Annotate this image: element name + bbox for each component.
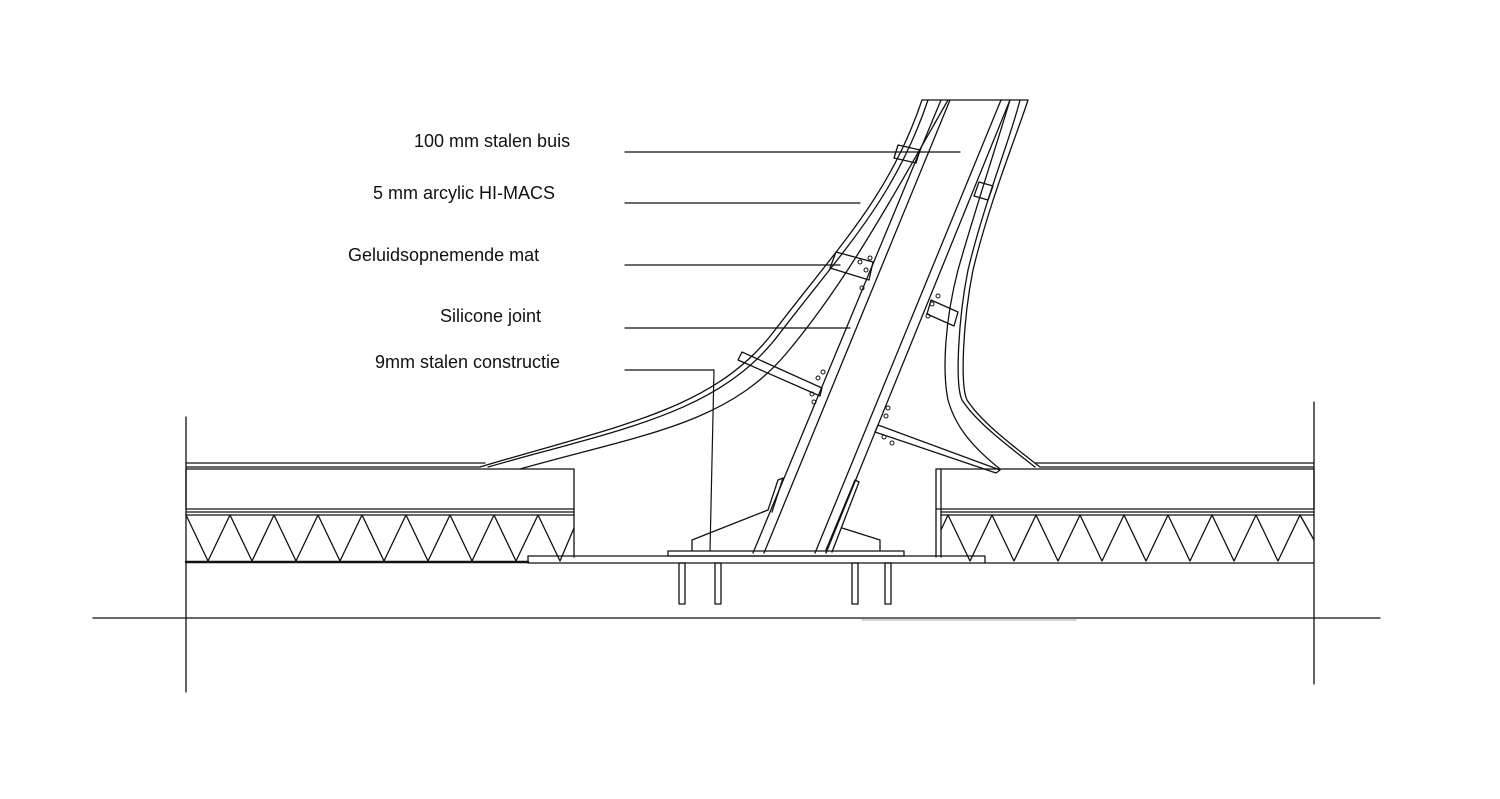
leader-lines bbox=[625, 152, 960, 551]
label-acrylic: 5 mm arcylic HI-MACS bbox=[373, 183, 556, 203]
floor-right bbox=[936, 463, 1314, 563]
acrylic-skin-right bbox=[945, 100, 1040, 469]
silicone-joints bbox=[809, 255, 941, 446]
anchor-bolt bbox=[679, 563, 685, 604]
steel-tube bbox=[753, 100, 1028, 553]
leader-line-steel bbox=[625, 370, 714, 551]
insulation-zigzag-left bbox=[186, 515, 574, 561]
label-silicone-joint: Silicone joint bbox=[440, 306, 542, 326]
label-steel-tube: 100 mm stalen buis bbox=[414, 131, 571, 151]
anchor-bolt bbox=[852, 563, 858, 604]
acrylic-skin-left bbox=[480, 100, 948, 469]
floor-left bbox=[186, 463, 574, 562]
label-sound-mat: Geluidsopnemende mat bbox=[348, 245, 540, 265]
gusset-left bbox=[692, 510, 768, 551]
gusset-right bbox=[842, 528, 880, 551]
anchor-bolt bbox=[715, 563, 721, 604]
insulation-zigzag-right bbox=[941, 515, 1314, 561]
anchor-bolt bbox=[885, 563, 891, 604]
label-steel-construction: 9mm stalen constructie bbox=[375, 352, 561, 372]
base-plate bbox=[528, 551, 1076, 620]
steel-brackets bbox=[738, 145, 1000, 473]
